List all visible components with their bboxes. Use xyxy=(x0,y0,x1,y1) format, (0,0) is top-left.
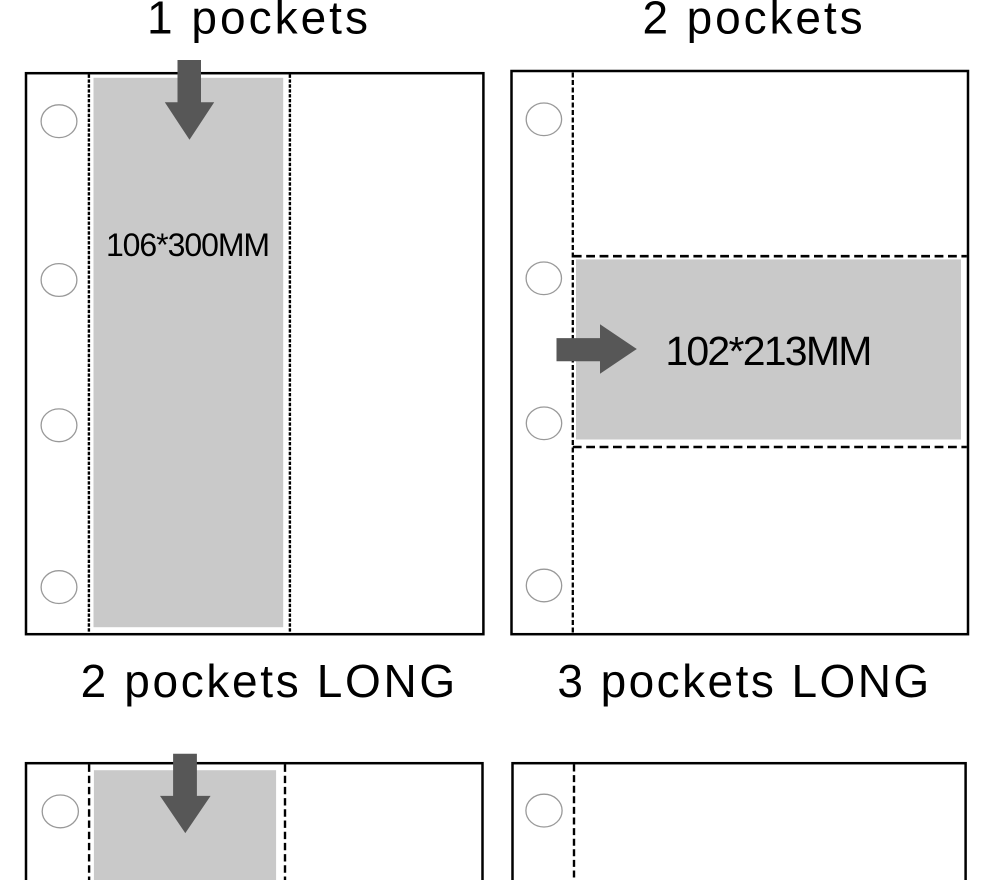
svg-text:1 pockets: 1 pockets xyxy=(147,0,371,44)
svg-text:106*300MM: 106*300MM xyxy=(106,227,269,263)
svg-text:2 pockets LONG: 2 pockets LONG xyxy=(81,655,458,707)
svg-text:2 pockets: 2 pockets xyxy=(643,0,866,44)
svg-text:102*213MM: 102*213MM xyxy=(665,328,870,374)
svg-text:3 pockets LONG: 3 pockets LONG xyxy=(557,655,931,707)
